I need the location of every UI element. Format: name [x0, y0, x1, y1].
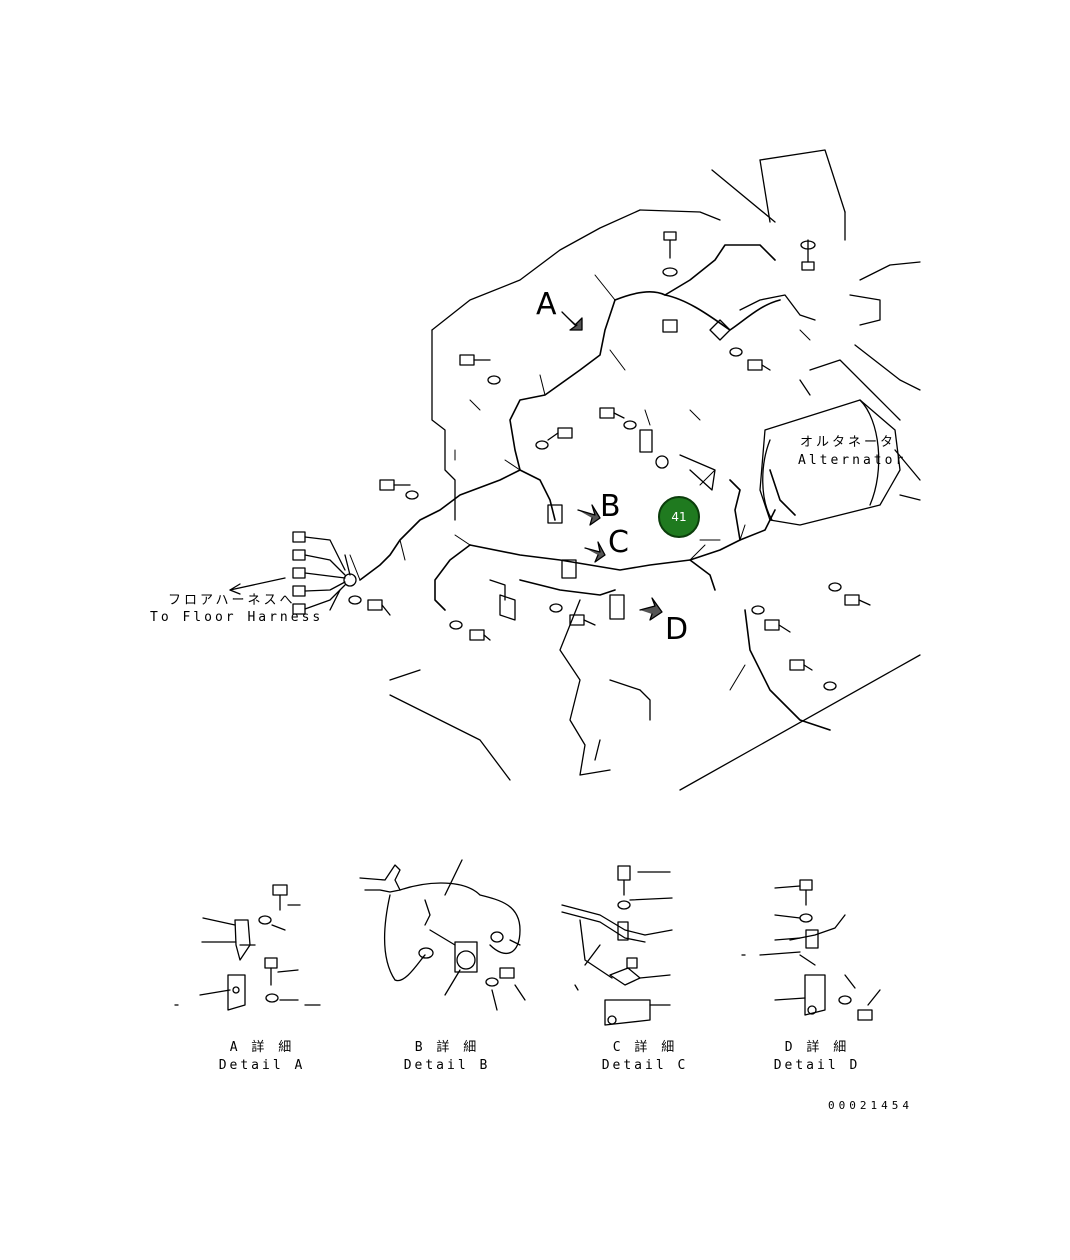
detail-b-title-en: Detail B	[403, 1058, 491, 1073]
detail-c-title-jp: C 詳 細	[612, 1040, 678, 1055]
detail-d-title-en: Detail D	[773, 1058, 861, 1073]
part-callout-41[interactable]: 41	[658, 496, 700, 538]
alternator-body	[759, 399, 901, 526]
detail-d-title-jp: D 詳 細	[784, 1040, 850, 1055]
detail-a-drawing	[174, 884, 321, 1011]
detail-d-drawing	[741, 879, 881, 1021]
floor-harness-connectors	[292, 531, 357, 615]
view-letter-d: D	[665, 612, 689, 647]
detail-b-drawing	[359, 859, 526, 1011]
view-letter-a: A	[536, 287, 557, 322]
leader-lines	[349, 274, 811, 691]
detail-arrows	[561, 311, 663, 621]
floor-harness-arrow	[229, 577, 286, 595]
floor-harness-label-jp: フロアハーネスへ	[168, 593, 296, 608]
view-letter-b: B	[600, 489, 621, 524]
detail-b-title-jp: B 詳 細	[414, 1040, 480, 1055]
alternator-label-jp: オルタネータ	[800, 435, 897, 450]
detail-a-title-en: Detail A	[218, 1058, 306, 1073]
main-harness	[359, 244, 831, 731]
detail-c-drawing	[561, 865, 673, 1026]
fasteners-main	[348, 231, 871, 691]
view-letter-c: C	[608, 525, 629, 560]
detail-c-title-en: Detail C	[601, 1058, 689, 1073]
floor-harness-label-en: To Floor Harness	[150, 610, 324, 625]
engine-block-outline	[389, 149, 921, 791]
drawing-number: 00021454	[828, 1099, 913, 1112]
alternator-label-en: Alternator	[798, 453, 907, 468]
detail-a-title-jp: A 詳 細	[229, 1040, 295, 1055]
